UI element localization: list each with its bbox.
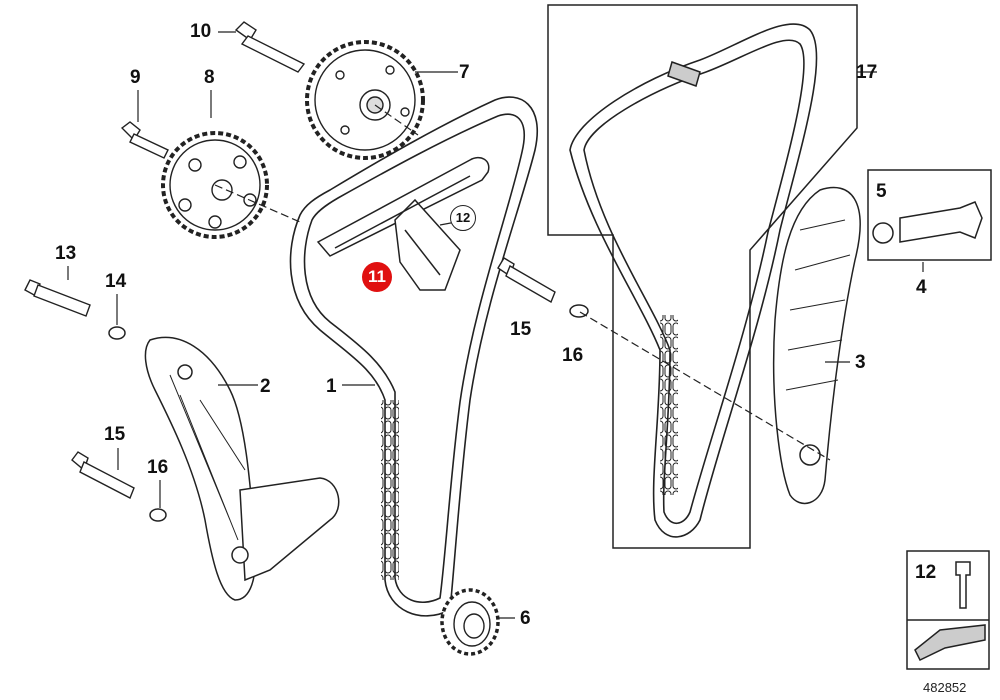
washer-16-left (149, 508, 167, 522)
washer-14 (108, 326, 126, 340)
callout-10: 10 (190, 21, 212, 42)
callout-5: 5 (876, 181, 887, 202)
callout-8: 8 (204, 67, 215, 88)
callout-11-highlighted[interactable]: 11 (362, 262, 392, 292)
callout-6: 6 (520, 608, 531, 629)
washer-16-right (569, 304, 589, 318)
callout-17: 17 (856, 62, 878, 83)
callout-15-right: 15 (510, 319, 532, 340)
callout-9: 9 (130, 67, 141, 88)
chain-17-inset (547, 4, 858, 549)
crankshaft-sprocket-6 (440, 588, 500, 656)
callout-12-legend: 12 (915, 562, 937, 583)
upper-chain-guide (316, 156, 490, 291)
camshaft-sprocket-7 (305, 40, 425, 160)
callout-1: 1 (326, 376, 337, 397)
bolt-15-right (497, 257, 556, 304)
leader-lines (67, 31, 924, 619)
timing-chain (289, 96, 538, 617)
callout-16-left: 16 (147, 457, 169, 478)
callout-13: 13 (55, 243, 77, 264)
tensioning-rail-2 (144, 336, 340, 601)
callout-12-inline: 12 (450, 205, 476, 231)
callout-7: 7 (459, 62, 470, 83)
bolt-9 (120, 121, 169, 159)
bolt-13 (24, 279, 91, 317)
bolt-10 (234, 21, 306, 73)
legend-box (906, 550, 990, 670)
bolt-15-left (71, 451, 135, 499)
callout-14: 14 (105, 271, 127, 292)
callout-15-left: 15 (104, 424, 126, 445)
tensioner-inset (867, 169, 992, 261)
callout-16-right: 16 (562, 345, 584, 366)
callout-4: 4 (916, 277, 927, 298)
callout-2: 2 (260, 376, 271, 397)
callout-3: 3 (855, 352, 866, 373)
document-id: 482852 (923, 680, 967, 695)
guide-rail-3 (772, 186, 861, 505)
